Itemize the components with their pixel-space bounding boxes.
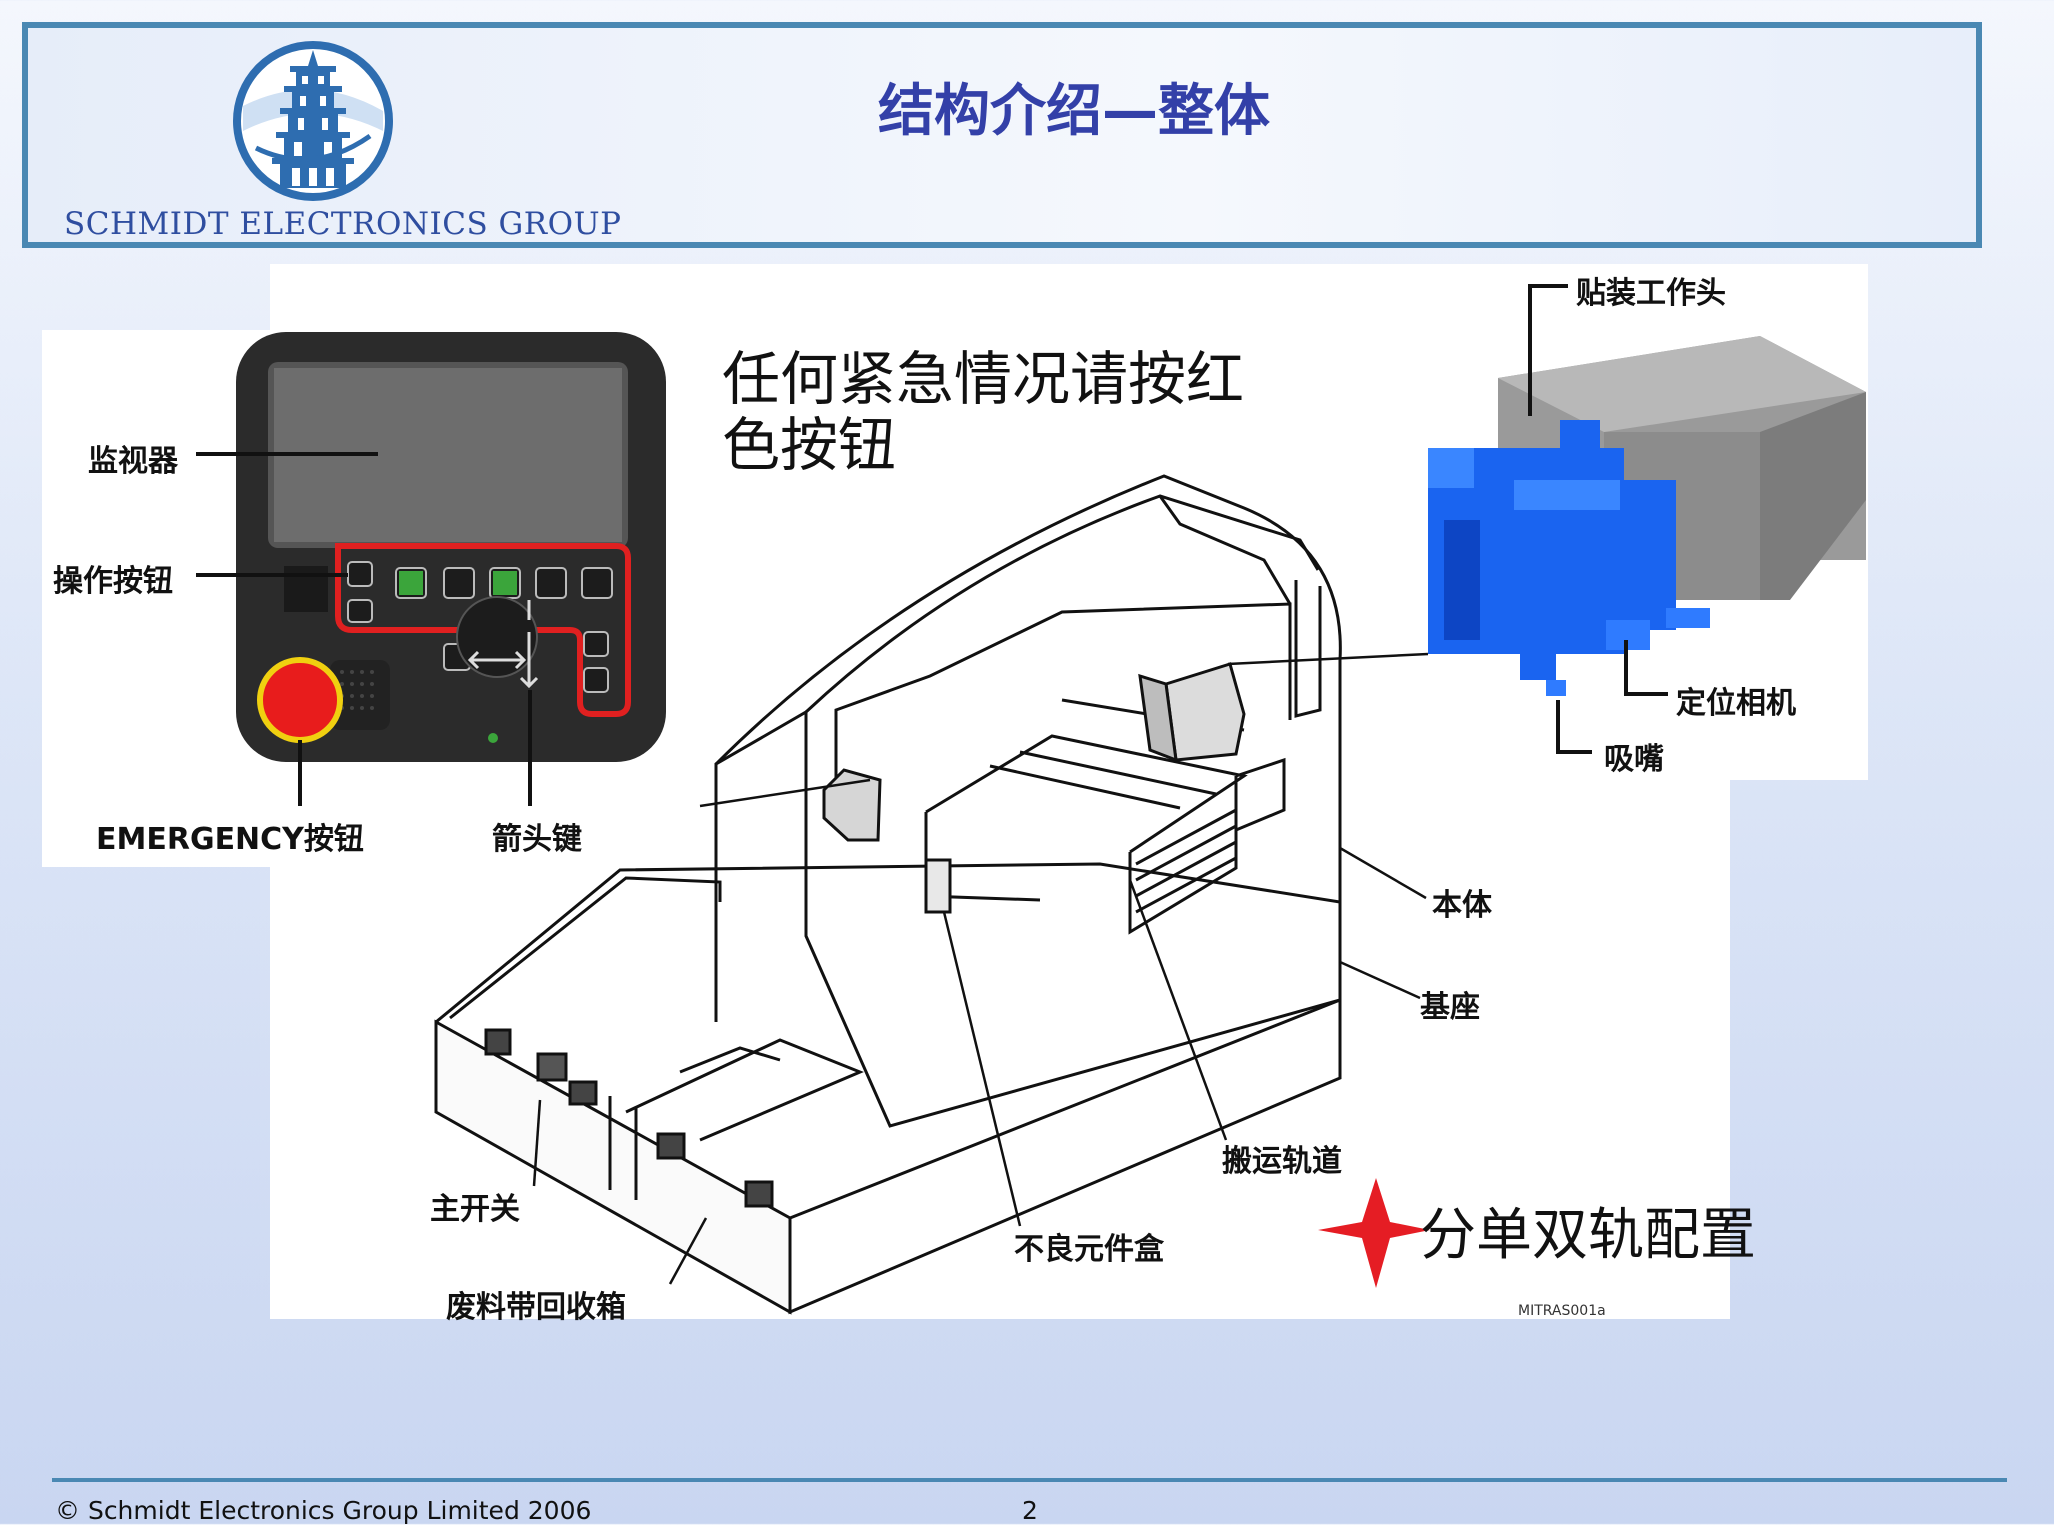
control-panel-device bbox=[236, 332, 666, 762]
company-name: SCHMIDT ELECTRONICS GROUP bbox=[64, 206, 622, 242]
label-monitor: 监视器 bbox=[88, 444, 178, 479]
label-emergency-button: EMERGENCY按钮 bbox=[96, 822, 364, 857]
drawing-code: MITRAS001a bbox=[1518, 1303, 1606, 1319]
footer-divider bbox=[52, 1478, 2007, 1482]
mount-head-drawing bbox=[1428, 336, 1866, 696]
label-reject-box: 不良元件盒 bbox=[1014, 1232, 1164, 1267]
emergency-button-icon bbox=[257, 657, 343, 743]
label-nozzle: 吸嘴 bbox=[1604, 742, 1664, 777]
label-main-switch: 主开关 bbox=[430, 1192, 520, 1227]
label-camera: 定位相机 bbox=[1676, 686, 1796, 721]
placement-machine-drawing bbox=[434, 474, 1342, 1315]
label-mount-head: 贴装工作头 bbox=[1576, 276, 1726, 311]
pagoda-logo-icon bbox=[233, 41, 393, 201]
slide-header: SCHMIDT ELECTRONICS GROUP 结构介绍—整体 bbox=[22, 22, 1982, 248]
label-base: 基座 bbox=[1420, 990, 1480, 1025]
page-number: 2 bbox=[1022, 1496, 1038, 1525]
speaker-grille-icon bbox=[330, 660, 390, 730]
emergency-note-line2: 色按钮 bbox=[722, 411, 897, 479]
slide-title: 结构介绍—整体 bbox=[878, 79, 1270, 144]
arrow-keys-icon bbox=[467, 600, 539, 689]
label-body: 本体 bbox=[1432, 888, 1492, 923]
emergency-note: 任何紧急情况请按红 色按钮 bbox=[722, 346, 1244, 478]
label-operation-buttons: 操作按钮 bbox=[53, 564, 173, 599]
red-star-icon bbox=[1318, 1178, 1430, 1288]
footer-copyright: © Schmidt Electronics Group Limited 2006 bbox=[55, 1496, 592, 1525]
label-conveyor: 搬运轨道 bbox=[1222, 1144, 1342, 1179]
emergency-note-line1: 任何紧急情况请按红 bbox=[722, 345, 1245, 413]
label-arrow-keys: 箭头键 bbox=[492, 822, 582, 857]
label-tape-bin: 废料带回收箱 bbox=[446, 1290, 626, 1325]
dual-rail-note: 分单双轨配置 bbox=[1420, 1203, 1756, 1268]
